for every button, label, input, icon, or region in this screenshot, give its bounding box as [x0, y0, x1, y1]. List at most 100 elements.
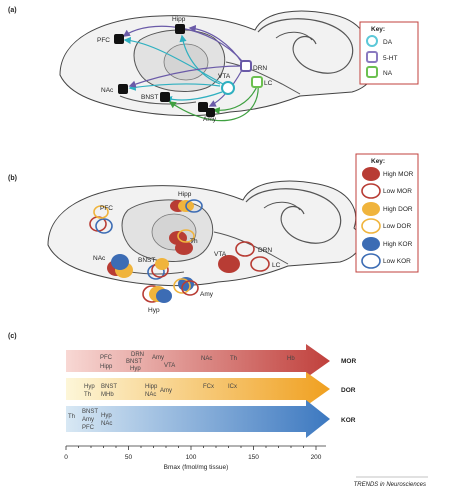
region-pfc-a: PFC: [97, 37, 110, 44]
vta-marker: [221, 81, 235, 95]
mor-label-vta: VTA: [164, 363, 175, 369]
dor-arrow-shape: [66, 372, 330, 406]
key-b: Key: High MOR Low MOR High DOR Low DOR H…: [355, 153, 419, 273]
kor-label-hyp: Hyp: [101, 413, 112, 419]
mor-label-hipp: Hipp: [100, 364, 113, 370]
key-b-high-kor: High KOR: [383, 241, 413, 248]
region-lc-a: LC: [264, 80, 273, 87]
nac-kor: [111, 254, 129, 270]
axis-title: Bmax (fmol/mg tissue): [164, 464, 229, 471]
mor-label-pfc: PFC: [100, 355, 113, 361]
drn-marker: [240, 60, 252, 72]
dor-label-fcx: FCx: [203, 384, 214, 390]
panel-c: (c) PFC Hipp DRN BNST Hyp Amy VTA NAc Th…: [8, 333, 356, 471]
kor-label-pfc: PFC: [82, 425, 95, 431]
key-b-title: Key:: [371, 158, 385, 165]
receptor-circles: [89, 199, 270, 303]
region-vta-b: VTA: [214, 251, 227, 258]
tick-label-100: 100: [186, 454, 197, 461]
amy-dor: [173, 278, 191, 294]
key-b-low-dor: Low DOR: [383, 223, 411, 230]
key-a-5ht: 5-HT: [383, 55, 397, 62]
5ht-swatch: [366, 51, 378, 63]
da-arrow-vta-pfc: [123, 36, 224, 85]
lc-mor: [250, 256, 270, 272]
region-bnst-b: BNST: [138, 257, 155, 264]
pfc-kor: [95, 218, 113, 234]
pfc-marker: [114, 34, 124, 44]
bnst-dor: [155, 258, 169, 270]
mor-label-hb: Hb: [287, 356, 295, 362]
key-a-title: Key:: [371, 26, 385, 33]
tick-label-150: 150: [248, 454, 259, 461]
5ht-arrow-drn-nac: [128, 65, 243, 88]
region-amy-b: Amy: [200, 291, 214, 298]
dor-label-bnst: BNST: [101, 384, 117, 390]
region-vta-a: VTA: [218, 73, 231, 80]
key-b-low-mor: Low MOR: [383, 188, 412, 195]
th-dor: [177, 229, 195, 243]
region-drn-b: DRN: [258, 247, 272, 254]
pfc-dor: [93, 205, 109, 219]
lc-marker: [251, 76, 263, 88]
kor-label-amy: Amy: [82, 417, 94, 423]
credit-text: TRENDS in Neurosciences: [354, 482, 426, 488]
da-arrow-vta-hipp: [179, 34, 221, 85]
region-bnst-a: BNST: [141, 94, 158, 101]
drn-mor: [235, 241, 255, 257]
panel-a-label: (a): [8, 7, 17, 14]
tick-label-0: 0: [64, 454, 68, 461]
dor-label-th: Th: [84, 392, 91, 398]
mor-label-drn: DRN: [131, 352, 144, 358]
dor-label-hipp: Hipp: [145, 384, 158, 390]
region-nac-a: NAc: [101, 87, 114, 94]
region-hipp-a: Hipp: [172, 16, 186, 23]
region-drn-a: DRN: [253, 65, 267, 72]
high-dor-swatch: [362, 202, 380, 216]
dor-label-mhb: MHb: [101, 392, 114, 398]
high-mor-swatch: [362, 167, 380, 181]
region-markers-a: Hipp PFC NAc BNST VTA DRN LC Amy: [97, 16, 273, 123]
high-kor-swatch: [362, 237, 380, 251]
panel-c-label: (c): [8, 333, 17, 340]
mor-label-nac: NAc: [201, 356, 212, 362]
dor-label-nac: NAc: [145, 392, 156, 398]
panel-b: (b): [8, 153, 419, 314]
dor-label-amy: Amy: [160, 388, 172, 394]
dor-receptor-label: DOR: [341, 387, 356, 394]
kor-label-nac: NAc: [101, 421, 112, 427]
tick-label-200: 200: [311, 454, 322, 461]
dor-label-icx: ICx: [228, 384, 237, 390]
panel-a: (a) Hipp PFC NAc BNST VTA: [8, 7, 419, 123]
hyp-kor: [156, 289, 172, 303]
key-a: Key: DA 5-HT NA: [359, 21, 419, 85]
key-a-da: DA: [383, 39, 393, 46]
region-hyp-b: Hyp: [148, 307, 160, 314]
da-arrow-vta-nac: [128, 83, 221, 91]
key-b-high-mor: High MOR: [383, 171, 414, 178]
da-swatch: [366, 35, 378, 47]
hipp-kor: [185, 199, 203, 213]
dor-arrow: Hyp Th BNST MHb Hipp NAc Amy FCx ICx DOR: [66, 372, 356, 406]
region-lc-b: LC: [272, 262, 281, 269]
key-a-na: NA: [383, 70, 393, 77]
region-pfc-b: PFC: [100, 205, 113, 212]
region-hipp-b: Hipp: [178, 191, 192, 198]
brain-outline-a: [59, 10, 374, 117]
region-th-b: Th: [190, 238, 198, 245]
low-mor-swatch: [361, 183, 381, 199]
tick-label-50: 50: [125, 454, 133, 461]
kor-label-bnst: BNST: [82, 409, 98, 415]
bmax-axis: 0 50 100 150 200 Bmax (fmol/mg tissue): [64, 445, 326, 471]
amy-mor: [181, 280, 199, 296]
low-dor-swatch: [361, 218, 381, 234]
key-b-high-dor: High DOR: [383, 206, 413, 213]
region-nac-b: NAc: [93, 255, 106, 262]
amy-marker: [198, 102, 208, 112]
dor-label-hyp: Hyp: [84, 384, 95, 390]
low-kor-swatch: [361, 253, 381, 269]
mor-label-amy: Amy: [152, 355, 164, 361]
na-arrow-lc-amy: [212, 83, 259, 115]
5ht-arrow-drn-hipp: [188, 24, 244, 65]
key-b-low-kor: Low KOR: [383, 258, 411, 265]
